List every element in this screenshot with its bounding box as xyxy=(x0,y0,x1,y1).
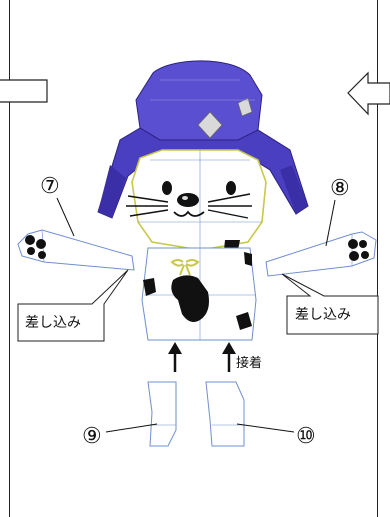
insert-label-right: 差し込み xyxy=(295,307,351,323)
part-number-7: ⑦ xyxy=(40,174,60,199)
callout-left xyxy=(17,269,129,342)
spot xyxy=(244,252,252,266)
callout-right xyxy=(281,273,379,335)
left-arrow-tab xyxy=(0,79,48,103)
right-eye xyxy=(226,181,236,195)
left-eye xyxy=(162,181,172,195)
glue-label: 接着 xyxy=(236,356,263,371)
leader-lines xyxy=(56,197,336,433)
left-arm xyxy=(17,229,135,271)
body xyxy=(141,247,257,341)
left-leg xyxy=(147,381,177,447)
hat xyxy=(97,60,309,219)
spot xyxy=(143,278,156,296)
up-arrow-icon xyxy=(222,342,236,372)
part-number-10: ⑩ xyxy=(296,424,316,449)
right-leg xyxy=(205,381,245,447)
right-arm xyxy=(265,231,377,277)
spot xyxy=(236,312,252,330)
page-border-left xyxy=(9,0,10,517)
part-number-8: ⑧ xyxy=(330,176,350,201)
insert-label-left: 差し込み xyxy=(25,315,81,331)
spot xyxy=(171,275,209,322)
page-border-right xyxy=(377,0,378,517)
right-left-arrow-icon xyxy=(347,71,390,116)
part-number-9: ⑨ xyxy=(82,424,102,449)
nose xyxy=(177,193,199,207)
head xyxy=(126,149,267,251)
up-arrow-icon xyxy=(168,342,182,372)
